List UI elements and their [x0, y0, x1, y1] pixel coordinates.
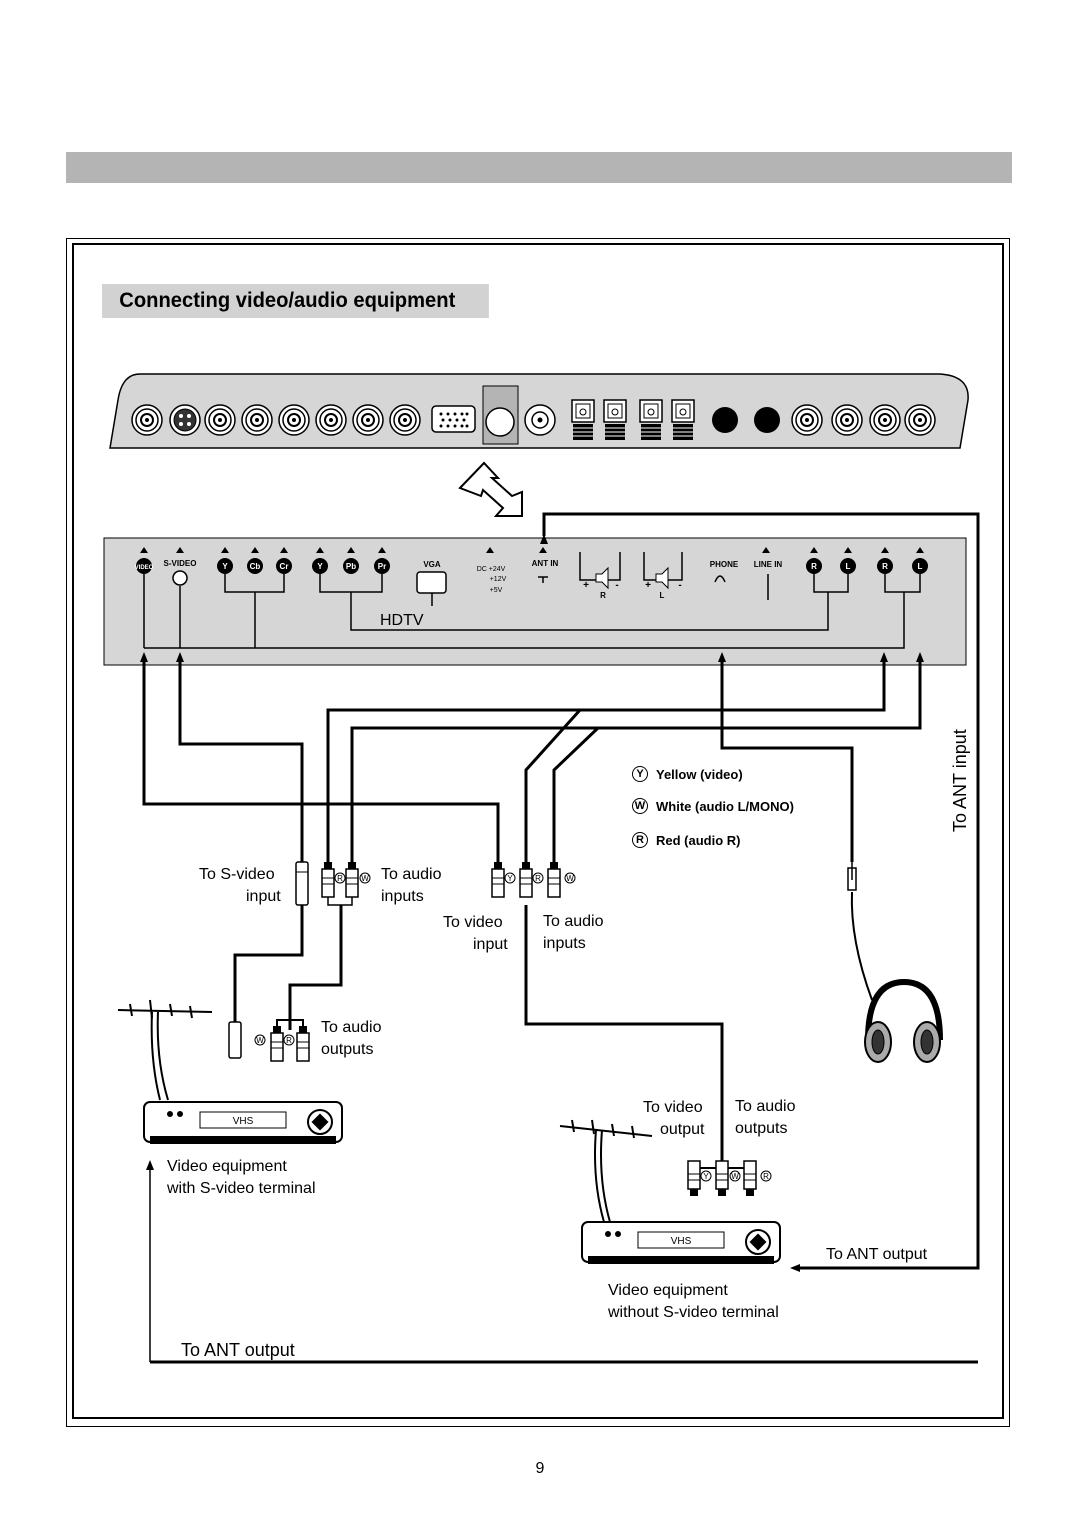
- vcr2-caption-1: Video equipment: [608, 1282, 728, 1299]
- antenna-icon-1: [117, 999, 213, 1101]
- jack-svideo: S-VIDEO: [164, 559, 197, 568]
- zoom-arrow: [458, 461, 523, 517]
- jack-vga: VGA: [423, 560, 441, 569]
- to-ant-output-label-right: To ANT output: [826, 1246, 928, 1263]
- plug-markers: R W Y R W W R Y W R: [254, 872, 772, 1182]
- jack-line-in: LINE IN: [754, 560, 783, 569]
- speaker-r-minus: -: [615, 580, 618, 591]
- svg-text:R: R: [337, 874, 343, 883]
- legend-item-red: R Red (audio R): [632, 832, 741, 848]
- svg-text:W: W: [731, 1172, 739, 1181]
- to-ant-output-label-bottom: To ANT output: [181, 1340, 295, 1360]
- jack-l2: L: [918, 562, 923, 571]
- jack-y2: Y: [317, 562, 323, 571]
- vcr1-caption-1: Video equipment: [167, 1158, 287, 1175]
- to-svideo-input-label-1: To S-video: [199, 866, 275, 883]
- frame-inner: [72, 243, 1004, 1419]
- jack-dc1: DC +24V: [477, 566, 506, 573]
- to-audio-outputs-b-label-1: To audio: [735, 1098, 796, 1115]
- legend-text: White (audio L/MONO): [656, 798, 794, 814]
- svg-text:R: R: [286, 1036, 292, 1045]
- speaker-l-plus: +: [645, 580, 651, 591]
- vcr-with-svideo-icon: VHS: [143, 1101, 343, 1144]
- speaker-l: L: [660, 591, 665, 600]
- svg-text:W: W: [566, 874, 574, 883]
- cables: [142, 512, 980, 1364]
- headphones-icon: [850, 891, 943, 1063]
- to-video-output-label-2: output: [660, 1121, 705, 1138]
- jack-dc2: +12V: [490, 576, 507, 583]
- speaker-r-plus: +: [583, 580, 589, 591]
- jack-phone: PHONE: [710, 560, 739, 569]
- svg-text:R: R: [763, 1172, 769, 1181]
- jack-l1: L: [846, 562, 851, 571]
- to-video-input-label-1: To video: [443, 914, 503, 931]
- to-audio-inputs-b-label-1: To audio: [543, 913, 604, 930]
- to-audio-outputs-a-label-1: To audio: [321, 1019, 382, 1036]
- legend-text: Red (audio R): [656, 832, 741, 848]
- jack-pb: Pb: [346, 562, 356, 571]
- to-audio-outputs-b-label-2: outputs: [735, 1120, 788, 1137]
- to-audio-outputs-a-label-2: outputs: [321, 1041, 374, 1058]
- speaker-r: R: [600, 591, 606, 600]
- to-ant-input-label: To ANT input: [950, 729, 970, 832]
- to-video-output-label-1: To video: [643, 1099, 703, 1116]
- vcr2-caption-2: without S-video terminal: [608, 1304, 779, 1321]
- hdtv-label: HDTV: [380, 612, 424, 629]
- svg-text:W: W: [361, 874, 369, 883]
- vhs-label-2: VHS: [671, 1236, 692, 1247]
- vcr2-plugs: [687, 1160, 757, 1197]
- jack-cb: Cb: [250, 562, 261, 571]
- section-title: Connecting video/audio equipment: [102, 284, 489, 318]
- to-audio-inputs-b-label-2: inputs: [543, 935, 586, 952]
- vcr1-caption-2: with S-video terminal: [167, 1180, 316, 1197]
- vhs-label-1: VHS: [233, 1116, 254, 1127]
- jack-video: VIDEO: [135, 565, 154, 571]
- jack-pr: Pr: [378, 562, 386, 571]
- legend-text: Yellow (video): [656, 766, 743, 782]
- page-number: 9: [535, 1460, 545, 1477]
- panel-jack-labels: VIDEO S-VIDEO Y Cb Cr Y Pb Pr VGA DC +24…: [135, 559, 923, 600]
- jack-ant-in: ANT IN: [532, 559, 559, 568]
- jack-cr: Cr: [280, 562, 289, 571]
- antenna-icon-2: [559, 1119, 653, 1223]
- frame-outer: [66, 238, 1010, 1427]
- legend-item-white: W White (audio L/MONO): [632, 798, 794, 814]
- tv-side-plugs: [295, 861, 857, 910]
- legend-badge: Y: [632, 766, 648, 782]
- jack-r1: R: [811, 562, 817, 571]
- header-bar: [66, 152, 1012, 183]
- jack-r2: R: [882, 562, 888, 571]
- back-panel-connectors: [131, 385, 936, 445]
- svg-text:W: W: [256, 1036, 264, 1045]
- legend-badge: W: [632, 798, 648, 814]
- svg-text:Y: Y: [507, 874, 513, 883]
- panel-jack-icons: [136, 547, 928, 594]
- svg-text:Y: Y: [703, 1172, 709, 1181]
- to-audio-inputs-a-label-2: inputs: [381, 888, 424, 905]
- vcr-without-svideo-icon: VHS: [581, 1221, 781, 1264]
- vcr1-plugs: [228, 1019, 310, 1062]
- jack-dc3: +5V: [490, 587, 503, 594]
- to-video-input-label-2: input: [473, 936, 508, 953]
- jack-y1: Y: [222, 562, 228, 571]
- legend-badge: R: [632, 832, 648, 848]
- to-audio-inputs-a-label-1: To audio: [381, 866, 442, 883]
- speaker-l-minus: -: [678, 580, 681, 591]
- panel-internal-lines: [143, 574, 921, 649]
- svg-text:R: R: [535, 874, 541, 883]
- zoomed-panel: [103, 537, 967, 666]
- legend-item-yellow: Y Yellow (video): [632, 766, 743, 782]
- to-svideo-input-label-2: input: [246, 888, 281, 905]
